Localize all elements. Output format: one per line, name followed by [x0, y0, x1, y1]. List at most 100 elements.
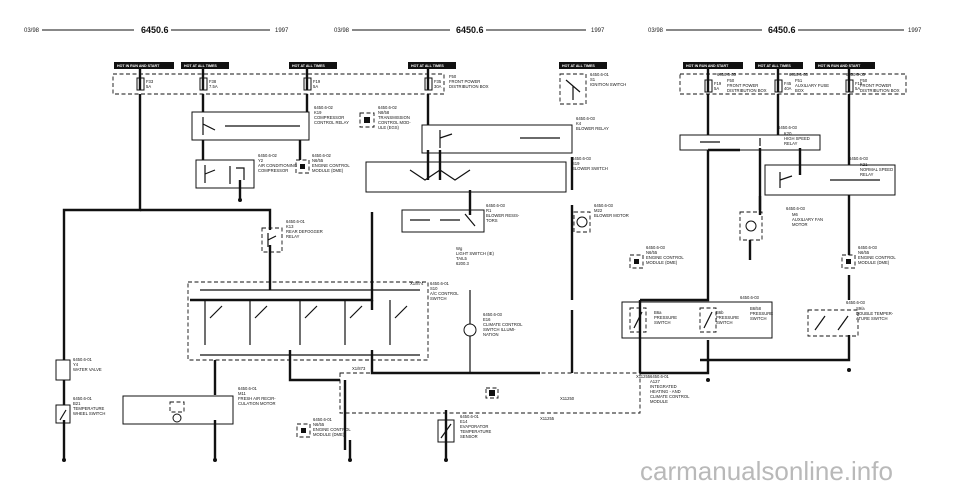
- svg-text:7.5A: 7.5A: [209, 84, 218, 89]
- page-year: 1997: [591, 28, 605, 34]
- page-code: 6450.6: [456, 25, 484, 35]
- svg-text:B6a: B6a: [654, 310, 662, 315]
- svg-text:TORS: TORS: [486, 218, 498, 223]
- svg-text:Y4: Y4: [73, 362, 79, 367]
- e14-label: 6450.6-01 E14 EVAPORATOR TEMPERATURE SEN…: [460, 414, 492, 439]
- svg-text:B6b: B6b: [716, 310, 724, 315]
- e16-label: 6450.6-03 E16 CLIMATE CONTROL SWITCH ILL…: [483, 312, 523, 337]
- evaporator-sensor-icon: [437, 419, 455, 443]
- module-icon: [301, 428, 306, 433]
- svg-text:BLOWER SWITCH: BLOWER SWITCH: [572, 166, 608, 171]
- f51-label: 6450.6-03 F51 AUXILIARY FUSE BOX: [789, 72, 829, 93]
- module-icon: [634, 259, 639, 264]
- svg-text:6450.6-03: 6450.6-03: [849, 156, 869, 161]
- page-date: 03/98: [24, 28, 40, 34]
- svg-text:FRONT POWER: FRONT POWER: [860, 83, 891, 88]
- power-tag-label: HOT AT ALL TIMES: [184, 64, 217, 68]
- svg-text:DISTRIBUTION BOX: DISTRIBUTION BOX: [727, 88, 767, 93]
- svg-text:WHEEL SWITCH: WHEEL SWITCH: [73, 411, 105, 416]
- y2-contacts: [204, 165, 245, 184]
- blower-motor-housing: [573, 211, 591, 233]
- k13-contacts: [267, 233, 277, 247]
- lamp-icon: [463, 323, 477, 337]
- svg-text:MODULE (DME): MODULE (DME): [312, 168, 344, 173]
- page-year: 1997: [908, 28, 922, 34]
- temperature-switch-icon: [55, 404, 71, 424]
- connector-label: X11255: [636, 374, 651, 379]
- k19-contacts: [202, 117, 300, 135]
- svg-text:6450.6-03: 6450.6-03: [572, 156, 592, 161]
- svg-text:N6/55: N6/55: [646, 250, 658, 255]
- k19-relay-box: [191, 111, 310, 141]
- svg-text:N6/55: N6/55: [312, 158, 324, 163]
- s19-blower-switch-box: [365, 161, 567, 193]
- svg-text:6450.6-03: 6450.6-03: [486, 203, 506, 208]
- svg-text:6450.6-03: 6450.6-03: [740, 295, 760, 300]
- svg-text:6450.6-03: 6450.6-03: [786, 206, 806, 211]
- y2-compressor-box: [195, 159, 255, 189]
- n6-module: [629, 254, 644, 269]
- s9-label: 6450.6-03 S9/a DOUBLE TEMPER- ATURE SWIT…: [846, 300, 894, 321]
- svg-text:6450.6-02: 6450.6-02: [378, 105, 398, 110]
- n6a-label: 6450.6-02 N6/55 ENGINE CONTROL MODULE (D…: [312, 153, 350, 173]
- svg-text:5A: 5A: [313, 84, 318, 89]
- svg-text:SWITCH: SWITCH: [716, 320, 733, 325]
- svg-text:AUXILIARY FAN: AUXILIARY FAN: [792, 217, 823, 222]
- svg-text:E16: E16: [483, 317, 491, 322]
- svg-text:6450.6-03: 6450.6-03: [717, 72, 737, 77]
- svg-text:6450.6-03: 6450.6-03: [778, 125, 798, 130]
- svg-text:ENGINE CONTROL: ENGINE CONTROL: [858, 255, 896, 260]
- svg-text:ATURE SWITCH: ATURE SWITCH: [856, 316, 888, 321]
- m11-recirculation-motor-box: [122, 395, 234, 425]
- svg-text:FRESH AIR RECIR-: FRESH AIR RECIR-: [238, 396, 276, 401]
- page-header-1: 03/98 6450.6 1997: [24, 25, 289, 35]
- svg-text:B6/58: B6/58: [750, 306, 762, 311]
- svg-text:REAR DEFOGGER: REAR DEFOGGER: [286, 229, 323, 234]
- svg-text:PRESSURE: PRESSURE: [654, 315, 677, 320]
- svg-text:K20: K20: [784, 131, 792, 136]
- svg-text:TRANSMISSION: TRANSMISSION: [378, 115, 410, 120]
- svg-text:BLOWER MOTOR: BLOWER MOTOR: [594, 213, 629, 218]
- m22-label: 6450.6-03 M22 BLOWER MOTOR: [594, 203, 629, 218]
- svg-text:F35: F35: [434, 79, 442, 84]
- svg-text:RELAY: RELAY: [286, 234, 300, 239]
- svg-text:5A: 5A: [855, 86, 860, 91]
- svg-text:K13: K13: [286, 224, 294, 229]
- svg-text:FRONT POWER: FRONT POWER: [449, 79, 480, 84]
- svg-text:5A: 5A: [146, 84, 151, 89]
- svg-text:S19: S19: [572, 161, 580, 166]
- svg-text:FRONT POWER: FRONT POWER: [727, 83, 758, 88]
- svg-text:RELAY: RELAY: [784, 141, 798, 146]
- power-tag-label: HOT AT ALL TIMES: [562, 64, 595, 68]
- svg-text:TEMPERATURE: TEMPERATURE: [73, 406, 105, 411]
- svg-text:6450.6-03: 6450.6-03: [858, 245, 878, 250]
- page-date: 03/98: [648, 28, 664, 34]
- k19-label: 6450.6-02 K19 COMPRESSOR CONTROL RELAY: [314, 105, 349, 125]
- svg-text:COMPRESSOR: COMPRESSOR: [314, 115, 344, 120]
- m11-label: 6450.6-01 M11 FRESH AIR RECIR- CULATION …: [238, 386, 276, 406]
- b6c-label: 6450.6-03 B6/58 PRESSURE SWITCH: [740, 295, 773, 321]
- svg-text:M6: M6: [792, 212, 798, 217]
- r1-blower-resistors-box: [401, 209, 485, 233]
- svg-text:CLIMATE CONTROL: CLIMATE CONTROL: [483, 322, 523, 327]
- svg-text:ULE (EGS): ULE (EGS): [378, 125, 400, 130]
- power-tag-label: HOT IN RUN AND START: [686, 64, 729, 68]
- b6b-label: B6b PRESSURE SWITCH: [716, 310, 739, 325]
- svg-text:6450.6-01: 6450.6-01: [313, 417, 333, 422]
- svg-text:SWITCH: SWITCH: [430, 296, 447, 301]
- n6-module: [295, 159, 310, 174]
- power-tag-label: HOT IN RUN AND START: [818, 64, 861, 68]
- svg-text:6450.6-01: 6450.6-01: [430, 281, 450, 286]
- svg-text:6450.6-03: 6450.6-03: [576, 116, 596, 121]
- svg-text:AUXILIARY FUSE: AUXILIARY FUSE: [795, 83, 829, 88]
- y2-label: 6450.6-02 Y2 AIR CONDITIONING COMPRESSOR: [258, 153, 297, 173]
- module-icon: [364, 117, 370, 123]
- n8-module: [359, 112, 375, 128]
- s1-ignition-switch: [559, 73, 587, 105]
- svg-text:M11: M11: [238, 391, 247, 396]
- svg-text:EVAPORATOR: EVAPORATOR: [460, 424, 488, 429]
- page-code: 6450.6: [141, 25, 169, 35]
- a127-climate-control-module: [339, 372, 641, 414]
- k13-relay: [261, 227, 283, 253]
